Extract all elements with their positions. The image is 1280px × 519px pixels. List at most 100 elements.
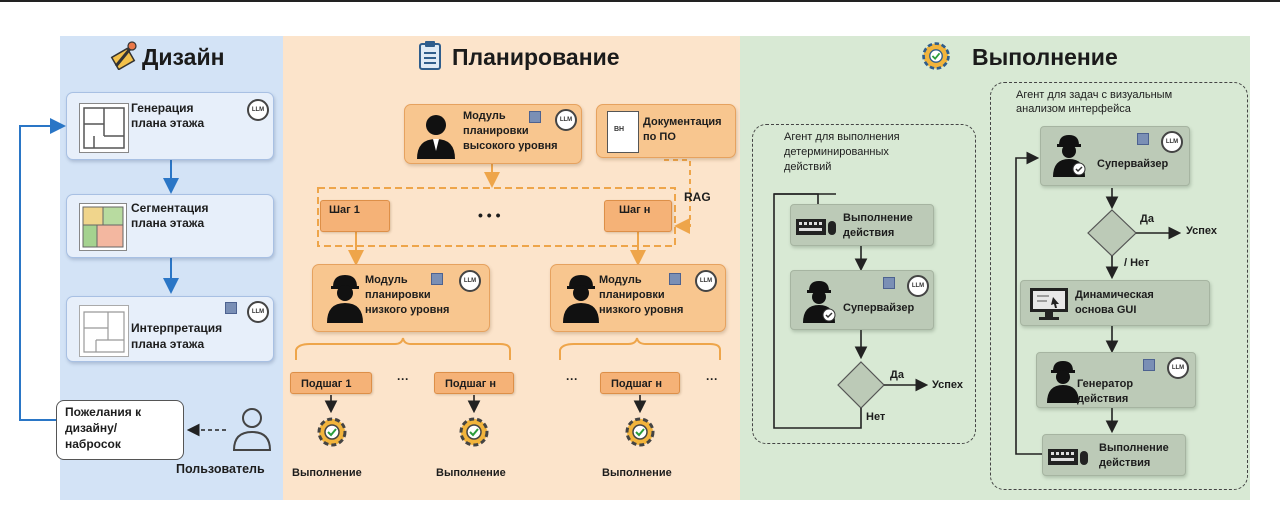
- yes-label-1: Да: [890, 369, 904, 381]
- person-icon: [413, 111, 459, 159]
- llm-icon: LLM: [555, 109, 577, 131]
- floorplan-segmentation-label-1: Сегментация: [131, 201, 209, 215]
- floorplan-interpretation-label-1: Интерпретация: [131, 321, 223, 335]
- step-1-label: Шаг 1: [329, 204, 360, 216]
- llm-icon: LLM: [907, 275, 929, 297]
- software-docs-box: ВН Документация по ПО: [596, 104, 736, 158]
- action-exec-box-1: Выполнение действия: [790, 204, 934, 246]
- success-label-2: Успех: [1186, 225, 1218, 237]
- action-exec-1-label-1: Выполнение: [843, 212, 913, 224]
- action-generator-box: LLM Генератор действия: [1036, 352, 1196, 408]
- floorplan-generation-label-1: Генерация: [131, 101, 194, 115]
- substep-ellipsis-c: ···: [706, 372, 718, 386]
- design-icon: [110, 40, 138, 71]
- low-level-planner-box-1: Модуль планировки низкого уровня LLM: [312, 264, 490, 332]
- action-exec-2-label-1: Выполнение: [1099, 442, 1169, 454]
- low-level-planner-box-2: Модуль планировки низкого уровня LLM: [550, 264, 726, 332]
- design-wishes-label-3: набросок: [65, 437, 121, 451]
- llm-icon: LLM: [1167, 357, 1189, 379]
- dynamic-gui-box: Динамическая основа GUI: [1020, 280, 1210, 326]
- high-level-planner-label-3: высокого уровня: [463, 140, 558, 152]
- user-label: Пользователь: [176, 462, 265, 476]
- monitor-icon: [1029, 287, 1069, 321]
- high-level-planner-label-1: Модуль: [463, 110, 506, 122]
- steps-ellipsis: • • •: [478, 207, 501, 223]
- generator-label-1: Генератор: [1077, 378, 1134, 390]
- top-border: [0, 0, 1280, 2]
- floorplan-icon: [79, 103, 129, 153]
- step-n-box: Шаг н: [604, 200, 672, 232]
- substep-1-box-a: Подшаг 1: [290, 372, 372, 394]
- design-wishes-label-1: Пожелания к: [65, 405, 142, 419]
- gear-title-icon: [920, 40, 952, 72]
- document-icon: ВН: [607, 111, 639, 153]
- substep-n-label-a: Подшаг н: [445, 378, 497, 390]
- low-level-planner-2-label-1: Модуль: [599, 274, 642, 286]
- substep-ellipsis-a: ···: [397, 372, 409, 386]
- agent1-title-1: Агент для выполнения: [784, 131, 900, 143]
- supervisor-icon: [1051, 133, 1087, 177]
- llm-icon: LLM: [247, 301, 269, 323]
- execution-label-2: Выполнение: [436, 467, 506, 479]
- substep-ellipsis-b: ···: [566, 372, 578, 386]
- gear-icon: [314, 414, 350, 450]
- dynamic-gui-label-1: Динамическая: [1075, 289, 1154, 301]
- gear-icon: [622, 414, 658, 450]
- user-icon: [230, 404, 274, 452]
- execution-title: Выполнение: [972, 44, 1118, 70]
- vision-chip-icon: [431, 273, 443, 285]
- substep-1-label-a: Подшаг 1: [301, 378, 352, 390]
- design-wishes-label-2: дизайну/: [65, 421, 118, 435]
- step-n-label: Шаг н: [619, 204, 651, 216]
- vision-chip-icon: [1137, 133, 1149, 145]
- generator-icon: [1045, 359, 1081, 403]
- yes-label-2: Да: [1140, 213, 1154, 225]
- software-docs-label-1: Документация: [643, 116, 722, 128]
- generator-label-2: действия: [1077, 393, 1129, 405]
- agent1-title-2: детерминированных: [784, 146, 889, 158]
- planning-title: Планирование: [452, 44, 620, 70]
- execution-label-1: Выполнение: [292, 467, 362, 479]
- vision-chip-icon: [883, 277, 895, 289]
- floorplan-interpretation-box: Интерпретация плана этажа LLM: [66, 296, 274, 362]
- llm-icon: LLM: [695, 270, 717, 292]
- no-label-1: Нет: [866, 411, 886, 423]
- supervisor-box-2: LLM Супервайзер: [1040, 126, 1190, 186]
- floorplan-generation-label-2: плана этажа: [131, 116, 205, 130]
- low-level-planner-2-label-3: низкого уровня: [599, 304, 684, 316]
- vision-chip-icon: [1143, 359, 1155, 371]
- floorplan-segmentation-label-2: плана этажа: [131, 216, 205, 230]
- action-exec-box-2: Выполнение действия: [1042, 434, 1186, 476]
- low-level-planner-2-label-2: планировки: [599, 289, 665, 301]
- design-title: Дизайн: [142, 44, 225, 70]
- action-exec-2-label-2: действия: [1099, 457, 1151, 469]
- llm-icon: LLM: [247, 99, 269, 121]
- supervisor-1-label: Супервайзер: [843, 302, 915, 314]
- document-icon-text: ВН: [614, 126, 625, 133]
- worker-icon: [559, 273, 603, 323]
- execution-label-3: Выполнение: [602, 467, 672, 479]
- clipboard-icon: [418, 40, 442, 70]
- agent2-title-2: анализом интерфейса: [1016, 103, 1131, 115]
- high-level-planner-box: Модуль планировки высокого уровня LLM: [404, 104, 582, 164]
- vision-chip-icon: [529, 111, 541, 123]
- supervisor-2-label: Супервайзер: [1097, 158, 1169, 170]
- action-exec-1-label-2: действия: [843, 227, 895, 239]
- software-docs-label-2: по ПО: [643, 131, 676, 143]
- execution-panel: [740, 36, 1250, 500]
- substep-n-box-a: Подшаг н: [434, 372, 514, 394]
- vision-chip-icon: [669, 273, 681, 285]
- llm-icon: LLM: [459, 270, 481, 292]
- substep-n-box-b: Подшаг н: [600, 372, 680, 394]
- visual-agent-area: [990, 82, 1248, 490]
- floorplan-segmentation-box: Сегментация плана этажа: [66, 194, 274, 258]
- keyboard-mouse-icon: [795, 213, 837, 239]
- supervisor-icon: [801, 279, 837, 323]
- supervisor-box-1: LLM Супервайзер: [790, 270, 934, 330]
- agent1-title-3: действий: [784, 161, 832, 173]
- low-level-planner-1-label-3: низкого уровня: [365, 304, 450, 316]
- llm-icon: LLM: [1161, 131, 1183, 153]
- substep-n-label-b: Подшаг н: [611, 378, 663, 390]
- low-level-planner-1-label-1: Модуль: [365, 274, 408, 286]
